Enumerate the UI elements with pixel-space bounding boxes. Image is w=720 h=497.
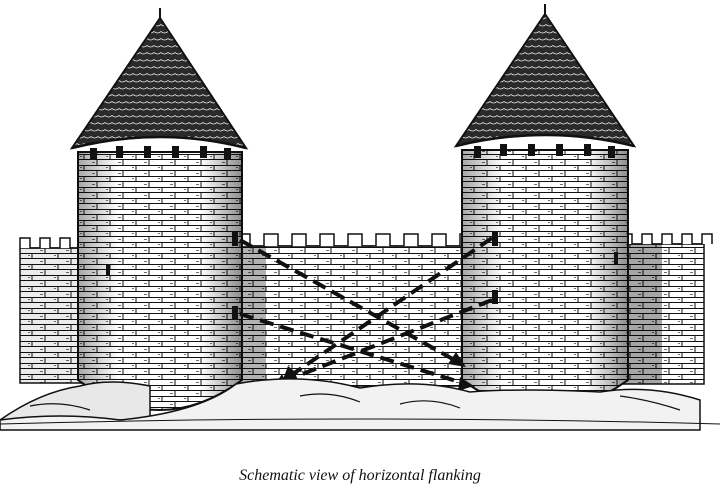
figure-caption: Schematic view of horizontal flanking bbox=[0, 466, 720, 486]
left-tower bbox=[72, 8, 246, 410]
outer-wall-right bbox=[622, 234, 712, 384]
right-tower bbox=[456, 4, 634, 410]
right-tower-roof bbox=[456, 14, 634, 146]
left-tower-roof bbox=[72, 18, 246, 148]
